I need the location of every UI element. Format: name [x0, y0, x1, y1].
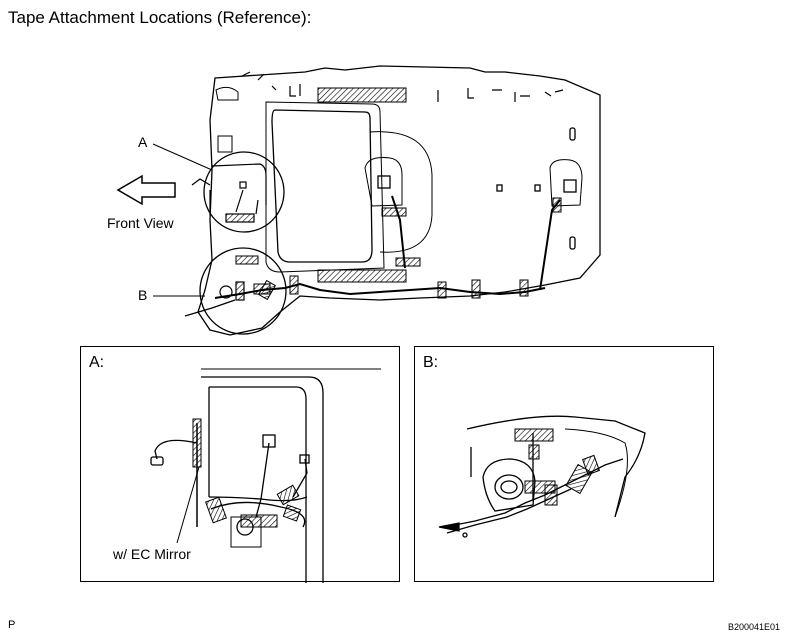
callout-b-label: B [138, 287, 148, 303]
rear-rail [317, 269, 407, 283]
callout-a-label: A [138, 134, 148, 150]
callout-circle-b [199, 247, 287, 335]
headliner-outline [197, 65, 601, 336]
front-view-label: Front View [107, 215, 174, 231]
callout-circle-a [203, 151, 285, 233]
figure-code: B200041E01 [728, 622, 781, 632]
detail-b-label: B: [423, 354, 439, 371]
tape-markers [235, 197, 562, 301]
footer-left-mark: P [8, 619, 16, 631]
detail-a-drawing [150, 368, 381, 583]
detail-a-label: A: [89, 354, 105, 371]
leader-a [152, 143, 213, 171]
edge-clips-top [241, 71, 564, 102]
detail-panel-a: A: [80, 346, 400, 583]
ec-mirror-note: w/ EC Mirror [113, 546, 191, 562]
detail-panel-b: B: [414, 346, 714, 582]
detail-b-drawing [438, 415, 646, 538]
front-rail [317, 87, 407, 103]
front-arrow-icon [116, 174, 176, 206]
page-title: Tape Attachment Locations (Reference): [8, 8, 312, 27]
